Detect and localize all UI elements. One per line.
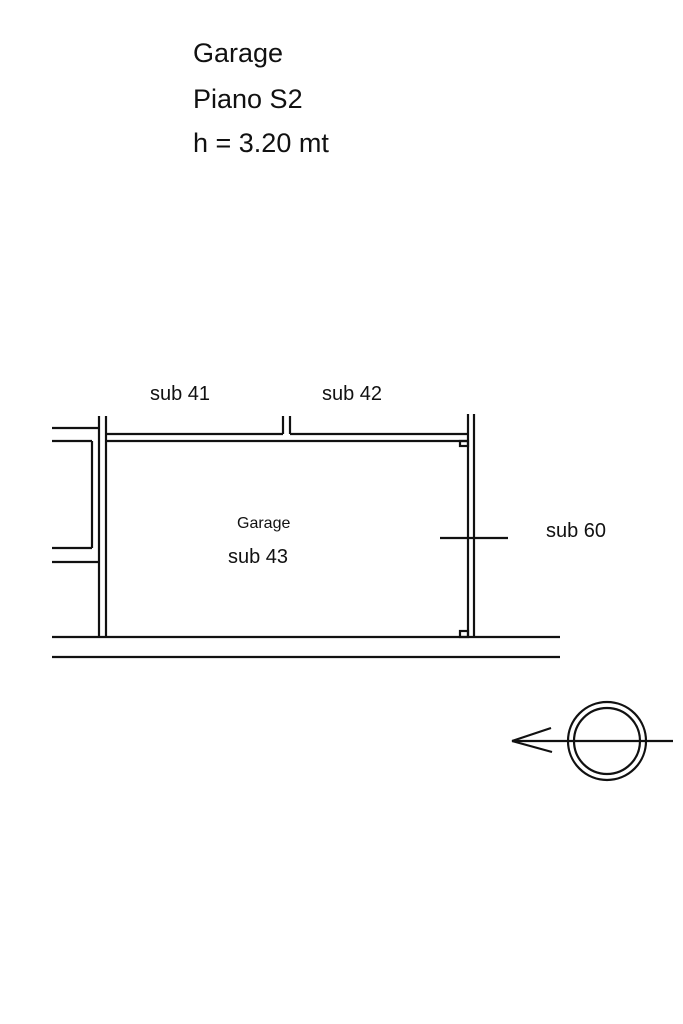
- top-wall: [106, 416, 467, 443]
- north-arrow-icon: [511, 700, 673, 782]
- right-wall: [440, 414, 508, 639]
- height-label: h = 3.20 mt: [193, 128, 329, 158]
- neighbor-label-sub42: sub 42: [322, 383, 383, 405]
- neighbor-label-sub41: sub 41: [150, 383, 211, 405]
- room-name: Garage: [237, 515, 291, 532]
- plan-title: Garage: [193, 38, 284, 68]
- neighbor-label-sub60: sub 60: [546, 520, 607, 542]
- corridor-lines: [52, 635, 560, 659]
- floor-label: Piano S2: [193, 84, 303, 114]
- left-wall: [52, 416, 108, 637]
- room-sub-label: sub 43: [228, 546, 289, 568]
